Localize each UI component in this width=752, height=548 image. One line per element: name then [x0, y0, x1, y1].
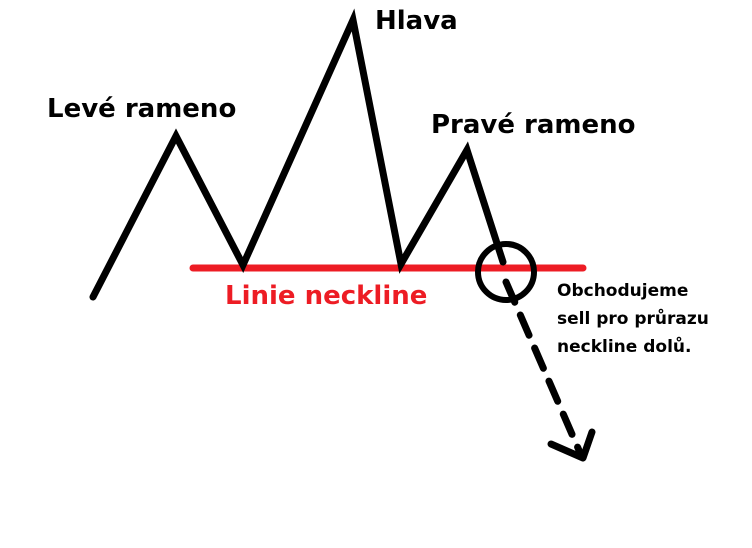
head-label: Hlava	[375, 6, 458, 36]
trade-note: Obchodujeme sell pro průrazu neckline do…	[557, 277, 709, 361]
right-shoulder-label: Pravé rameno	[431, 110, 636, 140]
trade-note-line: neckline dolů.	[557, 337, 692, 357]
trade-note-line: sell pro průrazu	[557, 309, 709, 329]
left-shoulder-label: Levé rameno	[47, 94, 237, 124]
projected-move-dashed-line	[502, 278, 585, 459]
trade-note-line: Obchodujeme	[557, 281, 689, 301]
arrowhead-icon	[547, 428, 596, 462]
breakout-circle	[475, 241, 537, 303]
price-path	[89, 8, 507, 301]
neckline-label: Linie neckline	[225, 281, 428, 311]
